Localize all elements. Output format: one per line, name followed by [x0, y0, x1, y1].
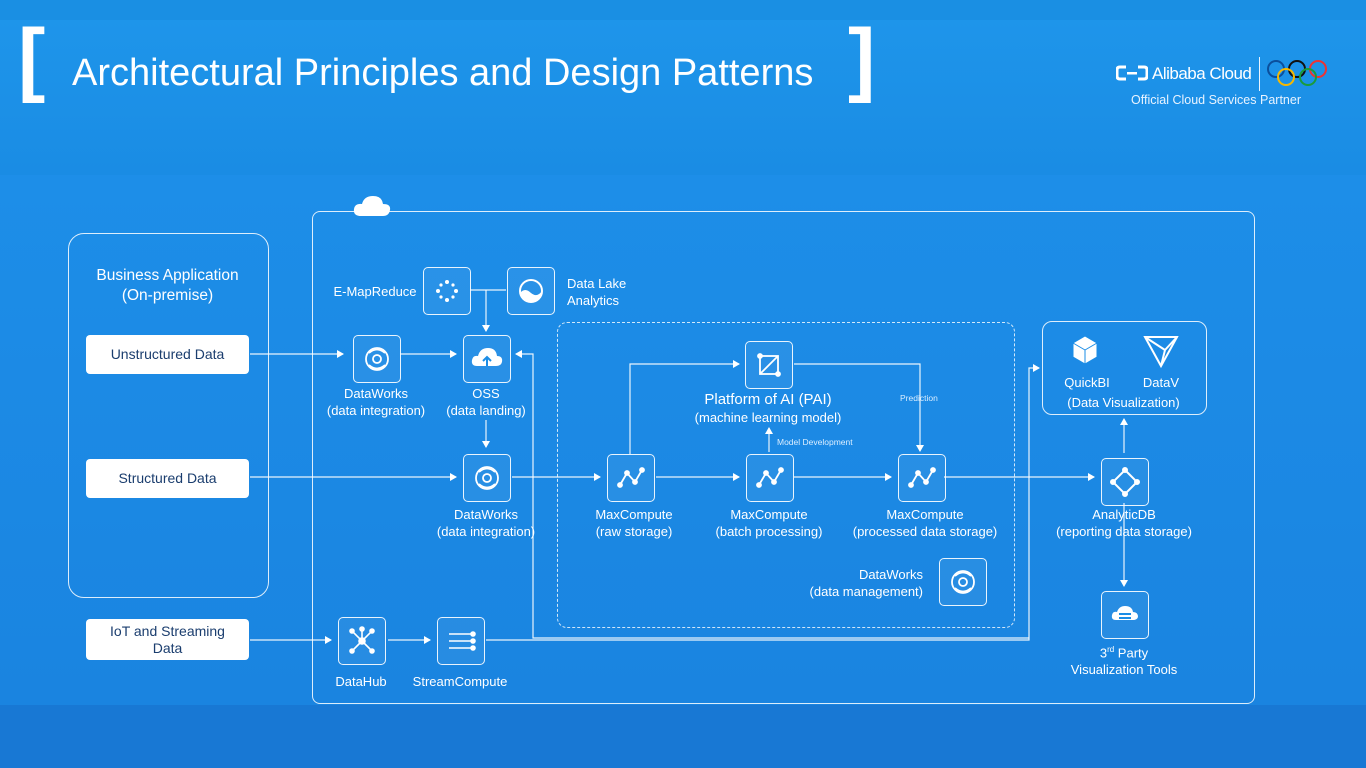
mc-proc-line-2: (processed data storage)	[852, 524, 998, 539]
oss-node[interactable]	[463, 335, 511, 383]
datahub-node[interactable]	[338, 617, 386, 665]
adb-line-1: AnalyticDB	[1092, 507, 1156, 522]
oss-line-2: (data landing)	[446, 403, 526, 418]
heading-line-2: (On-premise)	[121, 287, 214, 304]
dla-label: Data Lake Analytics	[567, 275, 626, 309]
dataworks-icon	[475, 466, 499, 490]
model-development-edge-label: Model Development	[777, 437, 853, 447]
streamcompute-label: StreamCompute	[412, 674, 508, 689]
pai-node[interactable]	[745, 341, 793, 389]
right-bracket: ]	[848, 13, 876, 104]
page-title: Architectural Principles and Design Patt…	[72, 52, 814, 94]
emr-icon	[436, 280, 458, 302]
maxcompute-raw-node[interactable]	[607, 454, 655, 502]
dataworks-icon	[951, 570, 975, 594]
dla-line-2: Analytics	[567, 293, 620, 308]
dataworks-icon	[365, 347, 389, 371]
mc-raw-line-1: MaxCompute	[595, 507, 673, 522]
emr-label: E-MapReduce	[333, 284, 417, 299]
dla-node[interactable]	[507, 267, 555, 315]
brand-name: Alibaba Cloud	[1152, 64, 1252, 83]
brand-logo: Alibaba Cloud Official Cloud Services Pa…	[1116, 57, 1336, 110]
pai-line-1: Platform of AI (PAI)	[704, 391, 832, 408]
cloud-container	[312, 211, 1255, 704]
prediction-edge-label: Prediction	[900, 393, 938, 403]
dw-top-line-2: (data integration)	[326, 403, 426, 418]
oss-line-1: OSS	[472, 386, 500, 401]
third-party-label: 3rd Party Visualization Tools	[1054, 641, 1194, 678]
iot-line-2: Data	[152, 639, 183, 656]
maxcompute-icon	[908, 467, 936, 488]
third-party-sup: rd	[1107, 645, 1115, 654]
quickbi-label: QuickBI	[1064, 375, 1110, 390]
cloud-storage-icon	[1111, 606, 1138, 620]
streamcompute-node[interactable]	[437, 617, 485, 665]
analyticdb-icon	[1110, 467, 1140, 497]
dw-mid-line-2: (data integration)	[436, 524, 536, 539]
brand-separator	[1259, 57, 1260, 91]
analyticdb-node[interactable]	[1101, 458, 1149, 506]
mc-proc-line-1: MaxCompute	[886, 507, 964, 522]
oss-upload-icon	[471, 348, 503, 366]
iot-streaming-source[interactable]: IoT and Streaming Data	[86, 619, 249, 660]
datav-icon[interactable]	[1141, 332, 1181, 370]
structured-data-source[interactable]: Structured Data	[86, 459, 249, 498]
datahub-label: DataHub	[335, 674, 387, 689]
dw-mgmt-line-2: (data management)	[809, 584, 923, 599]
dataworks-mid-label: DataWorks (data integration)	[426, 506, 546, 540]
heading-line-1: Business Application	[96, 267, 239, 284]
pai-label: Platform of AI (PAI) (machine learning m…	[668, 391, 868, 426]
data-lake-icon	[519, 279, 543, 303]
mc-batch-line-2: (batch processing)	[715, 524, 823, 539]
on-premise-container	[68, 233, 269, 598]
footer-band	[0, 705, 1366, 768]
third-party-tools-node[interactable]	[1101, 591, 1149, 639]
mc-raw-line-2: (raw storage)	[595, 524, 673, 539]
mc-batch-line-1: MaxCompute	[730, 507, 808, 522]
third-party-line-2: Visualization Tools	[1070, 662, 1178, 678]
maxcompute-icon	[756, 467, 784, 488]
iot-line-1: IoT and Streaming	[110, 622, 225, 639]
maxcompute-icon	[617, 467, 645, 488]
third-party-line-1: 3rd Party	[1054, 641, 1194, 661]
business-application-heading: Business Application (On-premise)	[68, 266, 267, 306]
maxcompute-processed-label: MaxCompute (processed data storage)	[840, 506, 1010, 540]
emr-node[interactable]	[423, 267, 471, 315]
dataworks-mgmt-label: DataWorks (data management)	[798, 566, 923, 600]
cloud-icon	[353, 196, 391, 216]
left-bracket: [	[18, 13, 46, 104]
analyticdb-label: AnalyticDB (reporting data storage)	[1044, 506, 1204, 540]
olympic-rings-icon	[1267, 60, 1327, 86]
quickbi-icon[interactable]	[1067, 333, 1103, 369]
pai-icon	[757, 353, 781, 377]
third-party-rest: Party	[1114, 645, 1149, 661]
dataworks-integration-mid-node[interactable]	[463, 454, 511, 502]
streamcompute-icon	[449, 631, 476, 651]
visualization-group	[1042, 321, 1207, 415]
adb-line-2: (reporting data storage)	[1056, 524, 1192, 539]
unstructured-data-source[interactable]: Unstructured Data	[86, 335, 249, 374]
dla-line-1: Data Lake	[567, 276, 627, 291]
title-band	[0, 20, 1366, 175]
maxcompute-batch-label: MaxCompute (batch processing)	[703, 506, 835, 540]
brand-tagline: Official Cloud Services Partner	[1131, 93, 1301, 107]
dw-mid-line-1: DataWorks	[453, 507, 519, 522]
alibaba-cloud-icon	[1116, 65, 1148, 81]
maxcompute-raw-label: MaxCompute (raw storage)	[574, 506, 694, 540]
dw-top-line-1: DataWorks	[343, 386, 409, 401]
oss-label: OSS (data landing)	[426, 385, 546, 419]
datav-label: DataV	[1142, 375, 1180, 390]
maxcompute-batch-node[interactable]	[746, 454, 794, 502]
dataworks-integration-top-node[interactable]	[353, 335, 401, 383]
third-party-num: 3	[1099, 645, 1108, 661]
dw-mgmt-line-1: DataWorks	[858, 567, 923, 582]
maxcompute-processed-node[interactable]	[898, 454, 946, 502]
dataworks-top-label: DataWorks (data integration)	[316, 385, 436, 419]
pai-line-2: (machine learning model)	[694, 410, 842, 425]
dataworks-mgmt-node[interactable]	[939, 558, 987, 606]
data-visualization-label: (Data Visualization)	[1067, 395, 1180, 410]
datahub-icon	[349, 626, 375, 654]
